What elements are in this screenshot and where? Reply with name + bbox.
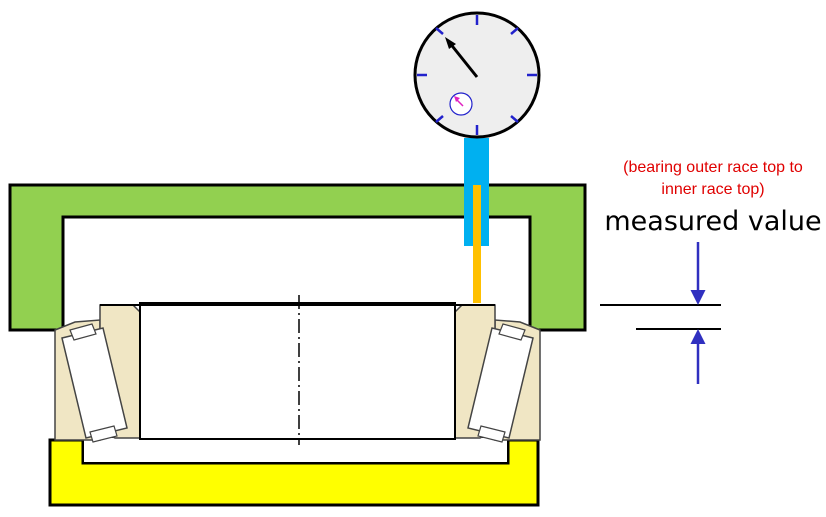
- inner-race-bore: [139, 302, 456, 440]
- dial-main-pointer-tip: [445, 37, 456, 49]
- outer-housing: [8, 183, 587, 332]
- measured-value-label: measured value: [604, 206, 822, 237]
- dial-main-pointer: [447, 41, 479, 78]
- roller-left: [61, 323, 128, 443]
- dial-sub-pointer-tip: [454, 96, 460, 102]
- roller-right: [467, 323, 534, 443]
- dial-indicator-icon: [413, 11, 541, 303]
- dial-ticks: [417, 15, 537, 135]
- annotation-note-line-2: inner race top): [661, 181, 765, 198]
- indicator-plunger: [473, 185, 481, 303]
- annotation-note-line-1: (bearing outer race top to: [623, 159, 803, 176]
- base-plate-recess: [82, 436, 509, 464]
